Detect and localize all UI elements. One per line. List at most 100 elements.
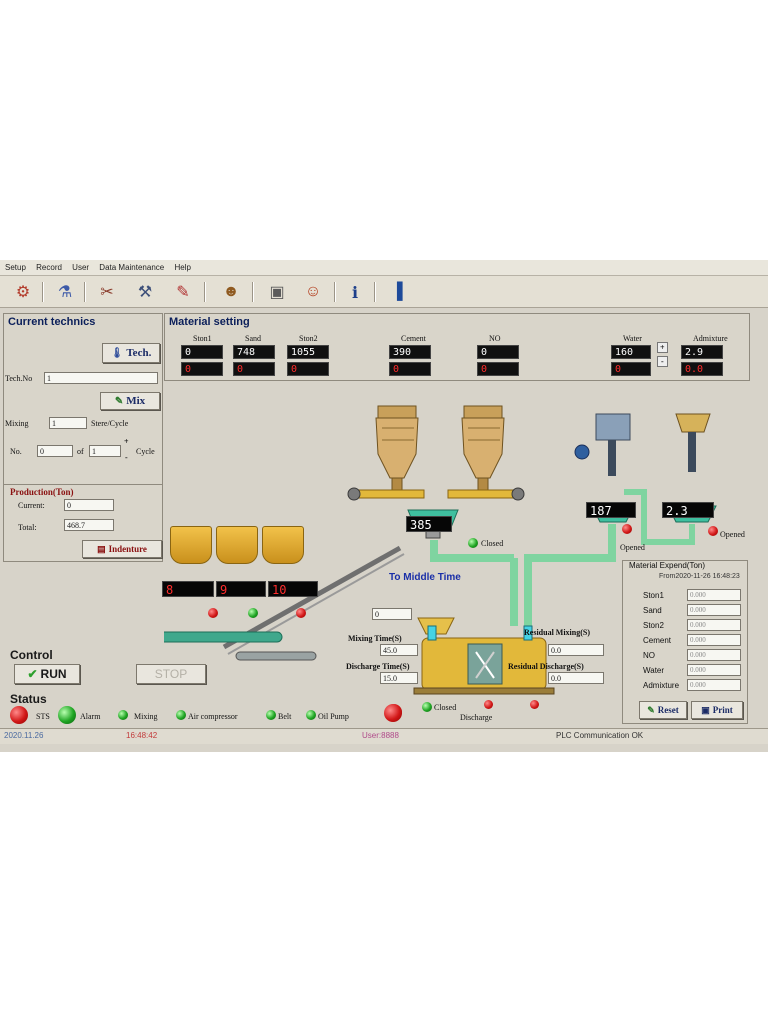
aggregate-scale-1: 8 [162,581,214,597]
admix-gate-state: Opened [720,530,745,539]
material-expend-from: From2020-11-26 16:48:23 [659,573,740,580]
aggregate-bin-2 [216,526,258,564]
discharge-time-field[interactable]: 15.0 [380,672,418,684]
wrench-icon[interactable]: ⚒ [137,284,153,301]
discharge-led [484,700,493,709]
material-set-value[interactable]: 390 [389,345,431,359]
indenture-button[interactable]: ▤ Indenture [82,540,162,558]
material-set-value[interactable]: 160 [611,345,651,359]
material-column-label: NO [489,334,501,343]
statusbar-user: User:8888 [362,731,399,740]
menu-help[interactable]: Help [174,263,191,272]
cement-scale-display: 385 [406,516,452,532]
status-bar: 2020.11.26 16:48:42 User:8888 PLC Commun… [0,728,768,744]
material-set-value[interactable]: 0 [477,345,519,359]
expend-row-label: Admixture [643,681,680,690]
cycle-minus-button[interactable]: - [125,453,128,462]
tech-no-label: Tech.No [5,374,33,383]
cement-gate-state: Closed [481,539,504,548]
current-technics-title: Current technics [8,316,96,328]
eraser-icon: ✎ [647,704,655,715]
printer-icon: ▣ [701,704,710,715]
mixing-field[interactable]: 1 [49,417,87,429]
material-set-value[interactable]: 0 [181,345,223,359]
flask-icon[interactable]: ⚗ [57,284,73,301]
sts-label: STS [36,712,50,721]
water-plus-button[interactable]: + [657,342,668,353]
water-gate-state: Opened [620,543,645,552]
menu-bar: Setup Record User Data Maintenance Help [0,260,768,276]
admixture-tank [675,413,711,433]
user-icon[interactable]: ☻ [222,283,240,300]
exit-door-icon[interactable]: ▐ [391,283,403,300]
material-column-label: Ston2 [299,334,318,343]
material-actual-value: 0 [287,362,329,376]
no-field[interactable]: 0 [37,445,73,457]
discharge-label: Discharge [460,713,493,722]
info-icon[interactable]: i [351,282,359,302]
admix-gate-led [708,526,718,536]
screw-conveyor-2 [447,489,519,499]
cycle-plus-button[interactable]: + [124,437,129,446]
material-column-label: Sand [245,334,261,343]
aggregate-scale-2: 9 [216,581,266,597]
material-set-value[interactable]: 748 [233,345,275,359]
mixer-gate-state: Closed [434,703,457,712]
water-scale-display: 187 [586,502,636,518]
admix-scale-display: 2.3 [662,502,714,518]
tools-icon[interactable]: ✂ [100,284,114,301]
stere-cycle-label: Stere/Cycle [91,419,129,428]
expend-row-label: Ston1 [643,591,664,600]
stop-button[interactable]: STOP [136,664,206,684]
reset-button[interactable]: ✎ Reset [639,701,687,719]
document-icon: ▤ [97,543,106,554]
residual-mixing-field: 0.0 [548,644,604,656]
mix-button[interactable]: ✎ Mix [100,392,160,410]
gears-icon[interactable]: ⚙ [15,284,31,301]
tech-button-label: Tech. [126,347,152,359]
menu-setup[interactable]: Setup [5,263,26,272]
horizontal-belt [164,631,283,643]
cement-pipe [430,540,514,562]
water-gate-led [622,524,632,534]
residual-discharge-label: Residual Discharge(S) [508,662,584,671]
operator-icon[interactable]: ☺ [304,283,322,300]
expend-row-value: 0.000 [687,634,741,646]
material-set-value[interactable]: 2.9 [681,345,723,359]
print-button[interactable]: ▣ Print [691,701,743,719]
menu-user[interactable]: User [72,263,90,272]
printer-icon[interactable]: ▣ [269,284,285,301]
paint-icon[interactable]: ✎ [176,284,190,301]
menu-record[interactable]: Record [36,263,62,272]
material-set-value[interactable]: 1055 [287,345,329,359]
material-actual-value: 0.0 [681,362,723,376]
emergency-led [384,704,402,722]
cement-gate-led [468,538,478,548]
discharge-time-label: Discharge Time(S) [346,662,410,671]
total-label: Total: [18,523,37,532]
bin-3-led [296,608,306,618]
mixing-time-field[interactable]: 45.0 [380,644,418,656]
current-technics-panel: Current technics 🌡 Tech. Tech.No 1 ✎ Mix… [3,313,163,487]
sts-led [10,706,28,724]
middle-time-field: 0 [372,608,412,620]
indenture-button-label: Indenture [108,544,147,554]
plant-diagram [164,405,717,695]
run-button[interactable]: ✔ RUN [14,664,80,684]
water-minus-button[interactable]: - [657,356,668,367]
tech-button[interactable]: 🌡 Tech. [102,343,160,363]
cement-silo-1 [375,405,419,493]
material-expend-panel: Material Expend(Ton) From2020-11-26 16:4… [622,560,748,724]
water-pump-icon [574,444,590,460]
aggregate-bin-3 [262,526,304,564]
expend-row-label: Ston2 [643,621,664,630]
no-label: No. [10,447,22,456]
tech-no-field[interactable]: 1 [44,372,158,384]
inclined-belt [222,545,402,650]
menu-data-maintenance[interactable]: Data Maintenance [99,263,165,272]
process-area: 8 9 10 385 Closed 187 Opened 2.3 Opened … [162,382,750,722]
expend-row-value: 0.000 [687,589,741,601]
mixing-label: Mixing [5,419,29,428]
of-field[interactable]: 1 [89,445,121,457]
